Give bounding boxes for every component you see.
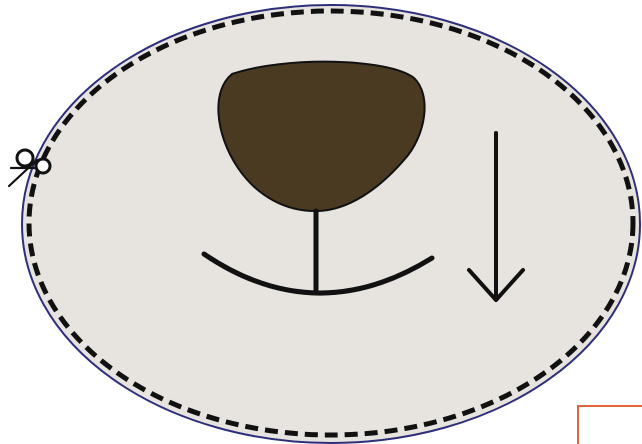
corner-box (578, 406, 642, 444)
